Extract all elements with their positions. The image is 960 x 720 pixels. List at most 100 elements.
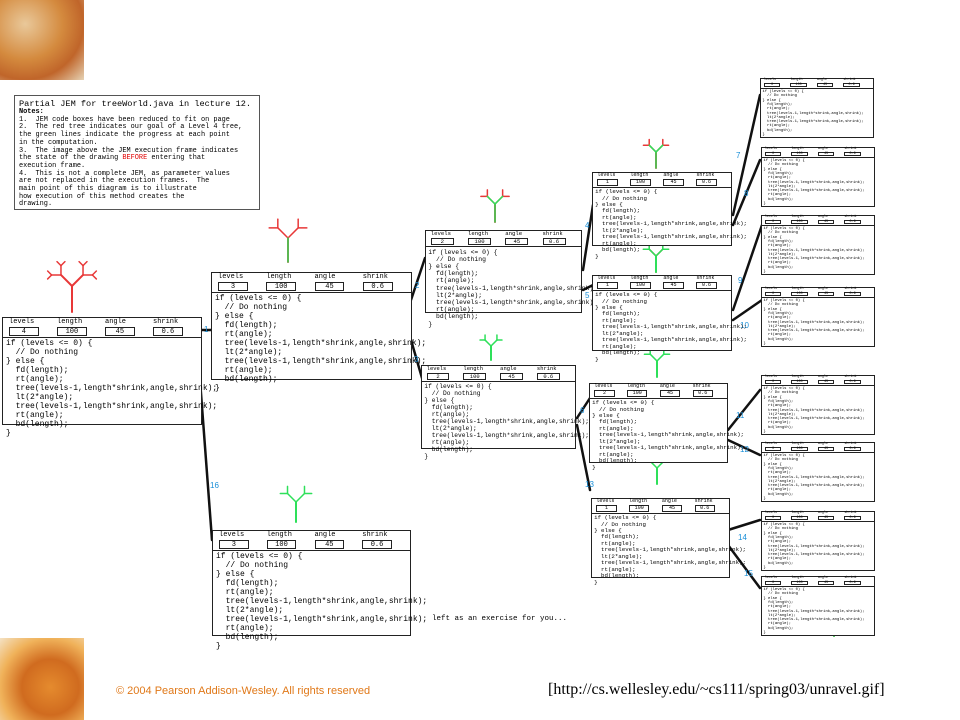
tree-branch (295, 492, 306, 503)
code-line: } else { (428, 263, 460, 271)
code-line: } else { (594, 527, 622, 535)
note-line: how execution of this method creates the (19, 192, 185, 201)
param-label-shrink: shrink (844, 442, 857, 446)
frame-code: if (levels <= 0) { // Do nothing} else {… (762, 298, 874, 347)
param-value-levels: 3 (218, 281, 248, 291)
param-value-length: 100 (791, 152, 808, 157)
code-line: // Do nothing (215, 302, 288, 312)
step-number: 10 (740, 321, 749, 330)
param-value-levels: 1 (597, 179, 618, 186)
connector-line (409, 338, 424, 380)
code-line: tree(levels-1,length*shrink,angle,shrink… (763, 180, 865, 185)
tree-branch (71, 273, 85, 287)
param-label-shrink: shrink (844, 147, 857, 151)
frame-code: if (levels <= 0) { // Do nothing} else {… (3, 338, 218, 440)
param-label-length: length (57, 318, 83, 326)
code-line: tree(levels-1,length*shrink,angle,shrink… (763, 329, 865, 334)
code-line: bd(length); (763, 425, 794, 430)
code-line: tree(levels-1,length*shrink,angle,shrink… (763, 553, 865, 558)
tree-branch (490, 339, 498, 347)
param-label-levels: levels (764, 511, 777, 515)
code-line: fd(length); (595, 310, 641, 318)
param-label-angle: angle (314, 273, 336, 281)
code-line: } else { (763, 596, 782, 601)
param-value-length: 100 (791, 516, 808, 521)
step-number: 6 (580, 406, 585, 415)
code-line: rt(angle); (594, 539, 636, 547)
connector-line (726, 518, 762, 532)
param-label-length: length (630, 172, 649, 178)
note-line: 1. JEM code boxes have been reduced to f… (19, 115, 230, 124)
code-line: tree(levels-1,length*shrink,angle,shrink… (592, 444, 744, 452)
param-label-shrink: shrink (844, 375, 857, 379)
code-line: lt(2*angle); (763, 613, 796, 618)
code-line: } (215, 383, 220, 393)
param-label-shrink: shrink (153, 318, 179, 326)
note-fragment: the state of the drawing (19, 154, 123, 163)
code-line: rt(angle); (763, 622, 792, 627)
tree-branch (655, 144, 664, 153)
code-line: if (levels <= 0) { (424, 383, 492, 391)
tree-branch (277, 227, 289, 239)
param-label-levels: levels (764, 287, 777, 291)
code-line: tree(levels-1,length*shrink,angle,shrink… (762, 120, 864, 125)
tree-branch (655, 248, 664, 257)
note-line: the green lines indicate the progress at… (19, 131, 230, 140)
code-line: // Do nothing (428, 255, 486, 263)
connector-line (409, 256, 427, 302)
param-value-angle: 45 (500, 372, 523, 380)
code-line: rt(angle); (595, 316, 637, 324)
code-line: tree(levels-1,length*shrink,angle,shrink… (763, 484, 865, 489)
code-line: if (levels <= 0) { (6, 339, 93, 348)
param-value-length: 100 (266, 539, 297, 549)
code-line: rt(angle); (763, 333, 792, 338)
code-line: rt(angle); (763, 193, 792, 198)
param-value-length: 100 (630, 179, 651, 186)
code-line: // Do nothing (592, 405, 644, 413)
code-line: tree(levels-1,length*shrink,angle,shrink… (763, 248, 865, 253)
code-line: } (595, 252, 599, 260)
code-line: tree(levels-1,length*shrink,angle,shrink… (763, 189, 865, 194)
code-line: rt(angle); (595, 213, 637, 221)
code-line: fd(length); (215, 320, 278, 330)
note-line: drawing. (19, 200, 53, 209)
code-line: lt(2*angle); (595, 329, 644, 337)
param-label-angle: angle (817, 511, 828, 515)
frame-code: if (levels <= 0) { // Do nothing} else {… (761, 89, 873, 138)
code-line: rt(angle); (428, 306, 475, 314)
code-line: fd(length); (594, 533, 640, 541)
code-line: } else { (762, 98, 781, 103)
code-line: fd(length); (428, 270, 479, 278)
param-label-angle: angle (661, 498, 677, 504)
code-line: if (levels <= 0) { (428, 248, 498, 256)
param-value-shrink: 0.6 (844, 581, 861, 586)
param-value-levels: 0 (764, 581, 782, 586)
param-value-levels: 2 (430, 237, 454, 245)
code-line: if (levels <= 0) { (215, 294, 302, 303)
tree-branch (59, 273, 73, 287)
code-line: if (levels <= 0) { (762, 90, 804, 95)
connector-line (575, 396, 592, 420)
code-line: } (763, 566, 766, 571)
code-line: rt(angle); (216, 623, 274, 633)
code-line: rt(angle); (763, 488, 792, 493)
tree-branch (60, 260, 66, 267)
frame-code: if (levels <= 0) { // Do nothing} else {… (426, 247, 597, 329)
param-value-angle: 45 (817, 220, 835, 225)
code-line: tree(levels-1,length*shrink,angle,shrink… (6, 383, 218, 393)
tree-branch (82, 260, 88, 267)
frame-code: if (levels <= 0) { // Do nothing} else {… (762, 522, 874, 571)
param-value-angle: 45 (663, 282, 684, 289)
param-value-levels: 0 (764, 447, 782, 452)
